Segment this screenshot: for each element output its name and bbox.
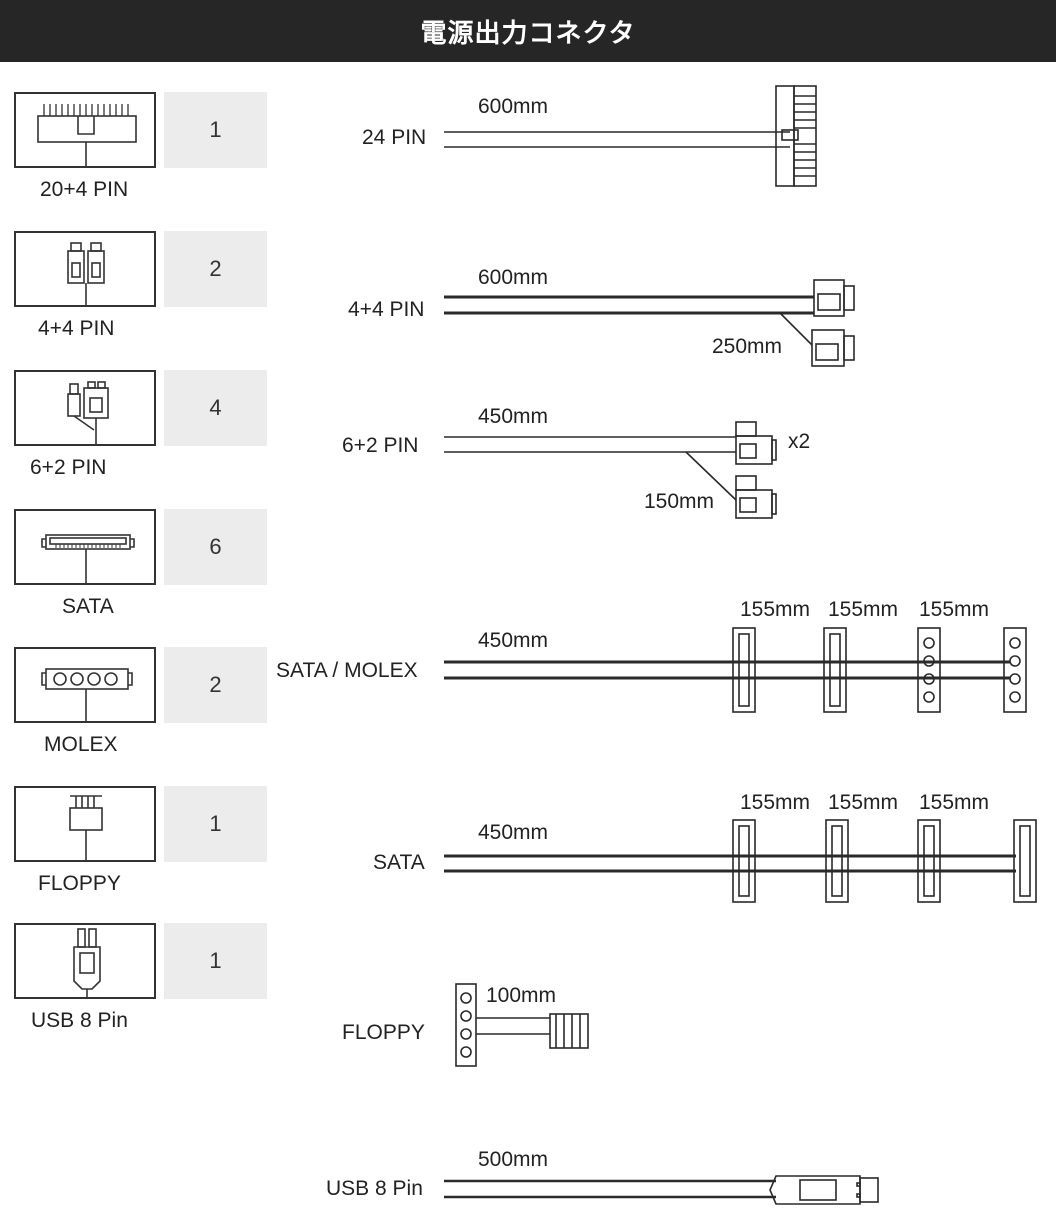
cable-sata <box>444 819 1037 903</box>
sata-connector-icon <box>14 509 156 585</box>
cable-length: 450mm <box>478 629 548 652</box>
cable-length: 155mm <box>919 791 989 814</box>
cable-length: 155mm <box>740 791 810 814</box>
connector-row-floppy: 1 FLOPPY <box>0 786 270 896</box>
cable-name: FLOPPY <box>342 1021 425 1044</box>
atx-24pin-icon <box>14 92 156 168</box>
connector-count: 1 <box>164 786 267 862</box>
connector-row-usb: 1 USB 8 Pin <box>0 923 270 1033</box>
cable-sata-molex <box>444 627 1027 713</box>
connector-row-4plus4: 2 4+4 PIN <box>0 231 270 341</box>
connector-count: 2 <box>164 231 267 307</box>
connector-row-molex: 2 MOLEX <box>0 647 270 757</box>
connector-label: 4+4 PIN <box>38 317 115 340</box>
pcie-6plus2-icon <box>14 370 156 446</box>
floppy-connector-icon <box>14 786 156 862</box>
cpu-4plus4-icon <box>14 231 156 307</box>
connector-row-24pin: 1 20+4 PIN <box>0 92 270 202</box>
cable-name: 4+4 PIN <box>348 298 424 321</box>
cable-usb <box>444 1175 879 1205</box>
cable-length: 155mm <box>828 791 898 814</box>
cable-length: 500mm <box>478 1148 548 1171</box>
cable-length: 250mm <box>712 335 782 358</box>
cable-length: 155mm <box>740 598 810 621</box>
connector-label: USB 8 Pin <box>31 1009 128 1032</box>
cable-floppy <box>455 983 589 1067</box>
connector-row-6plus2: 4 6+2 PIN <box>0 370 270 480</box>
connector-label: MOLEX <box>44 733 118 756</box>
cable-length: 150mm <box>644 490 714 513</box>
connector-count: 1 <box>164 92 267 168</box>
cable-length: 155mm <box>919 598 989 621</box>
connector-count: 1 <box>164 923 267 999</box>
connector-count: 4 <box>164 370 267 446</box>
cable-name: SATA <box>373 851 425 874</box>
page-title: 電源出力コネクタ <box>0 0 1056 62</box>
cable-length: 600mm <box>478 95 548 118</box>
connector-count: 2 <box>164 647 267 723</box>
cable-name: 6+2 PIN <box>342 434 418 457</box>
cable-length: 450mm <box>478 405 548 428</box>
cable-length: 600mm <box>478 266 548 289</box>
molex-connector-icon <box>14 647 156 723</box>
connector-label: FLOPPY <box>38 872 121 895</box>
cable-length: 100mm <box>486 984 556 1007</box>
connector-label: 20+4 PIN <box>40 178 129 201</box>
cable-length: 450mm <box>478 821 548 844</box>
cable-6plus2 <box>444 421 777 519</box>
connector-multiplier: x2 <box>788 430 810 453</box>
usb-connector-icon <box>14 923 156 999</box>
connector-count: 6 <box>164 509 267 585</box>
cable-name: SATA / MOLEX <box>276 659 418 682</box>
connector-label: SATA <box>62 595 114 618</box>
cable-length: 155mm <box>828 598 898 621</box>
cable-24pin <box>444 85 817 187</box>
cable-4plus4 <box>444 279 855 367</box>
connector-label: 6+2 PIN <box>30 456 107 479</box>
cable-name: USB 8 Pin <box>326 1177 423 1200</box>
cable-name: 24 PIN <box>362 126 426 149</box>
connector-row-sata: 6 SATA <box>0 509 270 619</box>
